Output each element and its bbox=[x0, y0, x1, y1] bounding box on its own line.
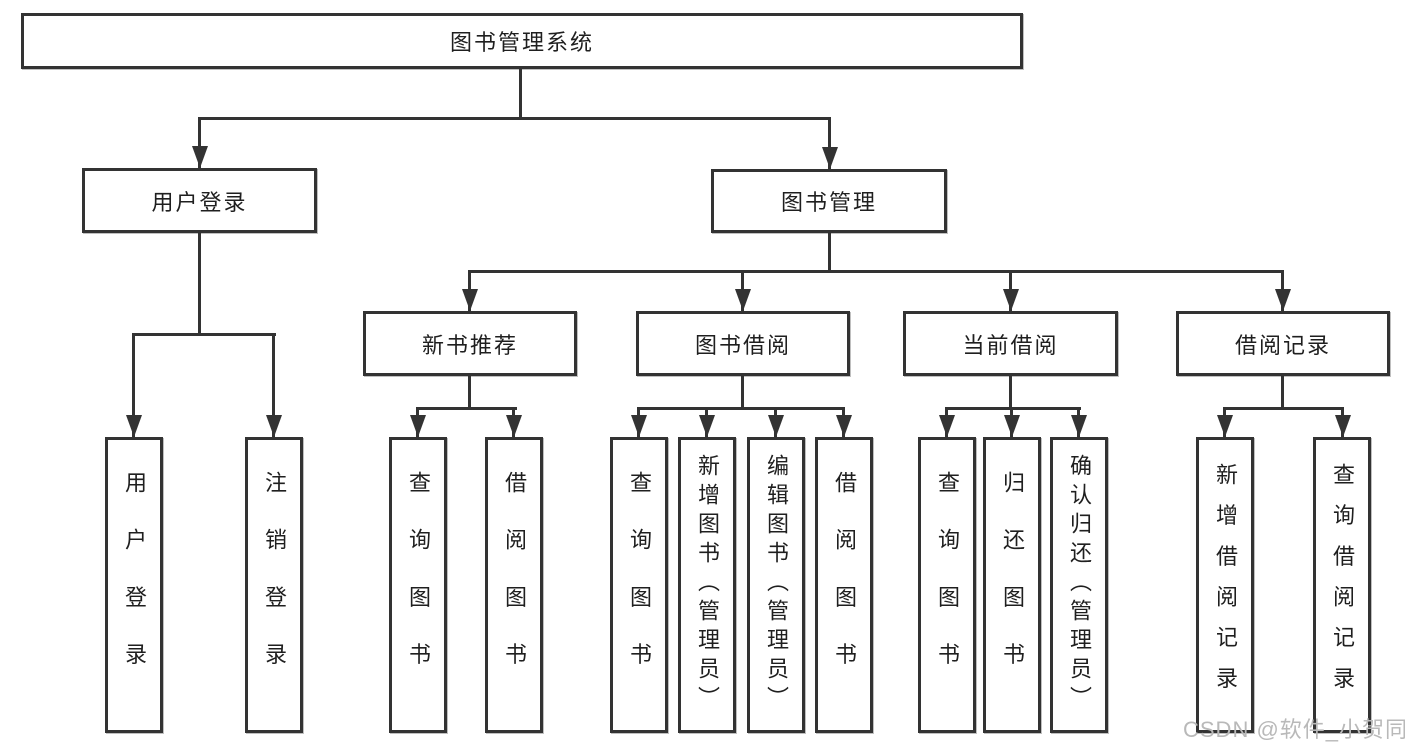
leaf-borrow-books-recommend-label: 借阅图书 bbox=[502, 470, 527, 700]
leaf-query-books-recommend-label: 查询图书 bbox=[406, 470, 431, 700]
leaf-edit-books-admin-label: 编辑图书（管理员） bbox=[764, 454, 789, 716]
leaf-borrow-books-recommend: 借阅图书 bbox=[485, 437, 543, 733]
node-user-login-label: 用户登录 bbox=[151, 189, 248, 215]
leaf-borrow-books-label: 借阅图书 bbox=[832, 470, 857, 700]
node-user-login: 用户登录 bbox=[82, 168, 317, 233]
connector-arrow-query-books-current bbox=[945, 407, 948, 437]
connector-book-management-trunk bbox=[828, 233, 831, 273]
leaf-return-books-label: 归还图书 bbox=[1000, 470, 1025, 700]
leaf-query-books-recommend: 查询图书 bbox=[389, 437, 447, 733]
node-current-borrow-label: 当前借阅 bbox=[962, 332, 1059, 358]
node-book-borrow: 图书借阅 bbox=[636, 311, 850, 376]
connector-arrow-add-borrow-record bbox=[1223, 407, 1226, 437]
connector-arrow-query-books-borrow bbox=[637, 407, 640, 437]
connector-arrow-confirm-return bbox=[1077, 407, 1080, 437]
connector-arrow-query-books-recommend bbox=[416, 407, 419, 437]
node-new-book-recommend: 新书推荐 bbox=[363, 311, 577, 376]
leaf-query-borrow-record-label: 查询借阅记录 bbox=[1330, 462, 1355, 708]
node-new-book-recommend-label: 新书推荐 bbox=[421, 332, 518, 358]
leaf-add-borrow-record-label: 新增借阅记录 bbox=[1213, 462, 1238, 708]
leaf-query-books-borrow: 查询图书 bbox=[610, 437, 668, 733]
connector-current-borrow-trunk bbox=[1009, 376, 1012, 410]
connector-arrow-return-books bbox=[1010, 407, 1013, 437]
connector-user-login-trunk bbox=[198, 233, 201, 336]
leaf-logout-label: 注销登录 bbox=[262, 470, 287, 700]
leaf-query-borrow-record: 查询借阅记录 bbox=[1313, 437, 1371, 733]
leaf-logout: 注销登录 bbox=[245, 437, 303, 733]
leaf-add-books-admin: 新增图书（管理员） bbox=[678, 437, 736, 733]
node-borrow-records: 借阅记录 bbox=[1176, 311, 1390, 376]
connector-arrow-new-book-recommend bbox=[468, 270, 471, 311]
leaf-return-books: 归还图书 bbox=[983, 437, 1041, 733]
leaf-edit-books-admin: 编辑图书（管理员） bbox=[747, 437, 805, 733]
leaf-add-borrow-record: 新增借阅记录 bbox=[1196, 437, 1254, 733]
node-root-label: 图书管理系统 bbox=[449, 30, 594, 55]
node-book-borrow-label: 图书借阅 bbox=[694, 332, 791, 358]
connector-arrow-borrow-records bbox=[1281, 270, 1284, 311]
connector-root-hline bbox=[198, 117, 831, 120]
connector-root-trunk bbox=[519, 69, 522, 119]
connector-borrow-records-trunk bbox=[1281, 376, 1284, 410]
connector-book-borrow-hline bbox=[637, 407, 845, 410]
connector-arrow-user-login bbox=[198, 117, 201, 168]
node-current-borrow: 当前借阅 bbox=[903, 311, 1118, 376]
connector-book-management-hline bbox=[468, 270, 1284, 273]
leaf-add-books-admin-label: 新增图书（管理员） bbox=[695, 454, 720, 716]
connector-arrow-book-management bbox=[828, 117, 831, 169]
leaf-user-login-label: 用户登录 bbox=[122, 470, 147, 700]
leaf-query-books-current: 查询图书 bbox=[918, 437, 976, 733]
connector-arrow-borrow-books bbox=[842, 407, 845, 437]
connector-arrow-book-borrow bbox=[741, 270, 744, 311]
node-book-management: 图书管理 bbox=[711, 169, 947, 233]
leaf-confirm-return-admin: 确认归还（管理员） bbox=[1050, 437, 1108, 733]
leaf-query-books-borrow-label: 查询图书 bbox=[627, 470, 652, 700]
leaf-query-books-current-label: 查询图书 bbox=[935, 470, 960, 700]
connector-new-book-hline bbox=[416, 407, 517, 410]
connector-borrow-records-hline bbox=[1223, 407, 1344, 410]
connector-arrow-leaf-logout bbox=[272, 333, 275, 437]
connector-new-book-trunk bbox=[468, 376, 471, 410]
leaf-user-login: 用户登录 bbox=[105, 437, 163, 733]
leaf-borrow-books: 借阅图书 bbox=[815, 437, 873, 733]
connector-arrow-add-books bbox=[705, 407, 708, 437]
connector-arrow-leaf-user-login bbox=[132, 333, 135, 437]
node-borrow-records-label: 借阅记录 bbox=[1234, 332, 1331, 358]
connector-arrow-borrow-books-recommend bbox=[512, 407, 515, 437]
csdn-watermark: CSDN @软件_小贺同学 bbox=[1183, 717, 1405, 742]
connector-book-borrow-trunk bbox=[741, 376, 744, 410]
leaf-confirm-return-admin-label: 确认归还（管理员） bbox=[1067, 454, 1092, 716]
connector-arrow-query-borrow-record bbox=[1341, 407, 1344, 437]
node-root: 图书管理系统 bbox=[21, 13, 1023, 69]
node-book-management-label: 图书管理 bbox=[780, 190, 877, 215]
connector-arrow-edit-books bbox=[774, 407, 777, 437]
connector-arrow-current-borrow bbox=[1009, 270, 1012, 311]
connector-user-login-hline bbox=[132, 333, 276, 336]
connector-current-borrow-hline bbox=[945, 407, 1081, 410]
